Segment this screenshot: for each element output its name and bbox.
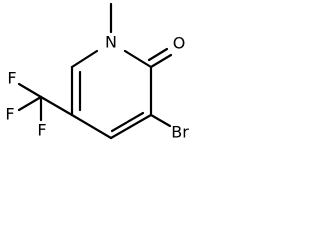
oxygen-label: O: [173, 34, 186, 53]
nitrogen-label: N: [105, 33, 117, 52]
bond-c-f-top: [17, 82, 43, 99]
bond-c-cf3: [39, 95, 74, 117]
ring-bonds: [70, 49, 153, 140]
bond-c3-c4: [109, 113, 153, 140]
bond-c-f-left: [17, 95, 43, 112]
atom-labels: N O Br F F F: [5, 33, 189, 142]
bond-c4-c5: [70, 113, 113, 140]
bond-c-br: [149, 113, 172, 128]
chemical-structure-diagram: N O Br F F F: [5, 2, 189, 142]
bond-c6-n1: [70, 49, 99, 69]
bond-n1-c2: [123, 49, 153, 69]
substituent-bonds: [17, 2, 173, 128]
bond-carbonyl-inner: [147, 47, 169, 62]
fluorine-bottom-label: F: [37, 121, 46, 140]
bond-c3-c4-inner: [110, 111, 145, 133]
fluorine-left-label: F: [5, 105, 14, 124]
bromine-label: Br: [171, 123, 189, 142]
bond-carbonyl-outer: [149, 53, 173, 69]
fluorine-top-label: F: [7, 69, 16, 88]
